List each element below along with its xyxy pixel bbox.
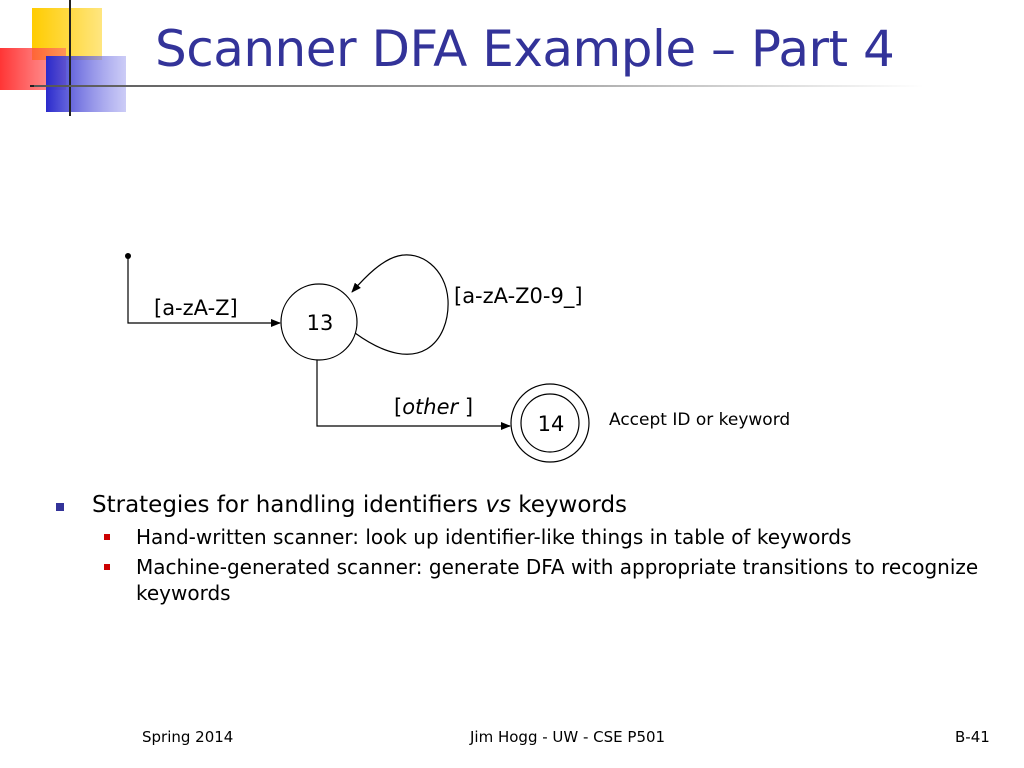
self-loop-transition: [a-zA-Z0-9_] (351, 254, 583, 355)
sub-bullet-machine-generated: Machine-generated scanner: generate DFA … (102, 554, 996, 606)
square-bullet-icon (104, 534, 110, 540)
state-14: 14 (510, 383, 590, 463)
state-13-label: 13 (307, 311, 334, 335)
bullet-strategies-vs: vs (485, 492, 511, 518)
other-transition: [other ] (316, 360, 511, 430)
bullet-strategies-text-a: Strategies for handling identifiers (92, 492, 486, 518)
self-loop-label: [a-zA-Z0-9_] (454, 284, 583, 309)
sub-bullet-hand-written-text: Hand-written scanner: look up identifier… (136, 525, 852, 549)
sub-bullet-machine-generated-text: Machine-generated scanner: generate DFA … (136, 555, 979, 605)
footer-slide-number: B-41 (955, 728, 990, 746)
footer-author: Jim Hogg - UW - CSE P501 (470, 728, 666, 746)
state-13: 13 (280, 283, 358, 361)
square-bullet-icon (104, 564, 110, 570)
logo-blue-square (46, 56, 126, 112)
other-transition-label: [other ] (394, 395, 473, 419)
footer-date: Spring 2014 (142, 728, 234, 746)
bullet-strategies-text-b: keywords (510, 492, 628, 518)
start-transition-label: [a-zA-Z] (154, 296, 238, 320)
state-14-label: 14 (538, 412, 565, 436)
slide-title: Scanner DFA Example – Part 4 (155, 20, 895, 78)
title-rule (34, 85, 924, 87)
bullet-list: Strategies for handling identifiers vs k… (56, 490, 996, 606)
start-transition: [a-zA-Z] (125, 253, 281, 327)
accept-note: Accept ID or keyword (609, 410, 790, 430)
bullet-strategies: Strategies for handling identifiers vs k… (56, 490, 996, 520)
square-bullet-icon (56, 503, 64, 511)
sub-bullet-hand-written: Hand-written scanner: look up identifier… (102, 524, 996, 550)
